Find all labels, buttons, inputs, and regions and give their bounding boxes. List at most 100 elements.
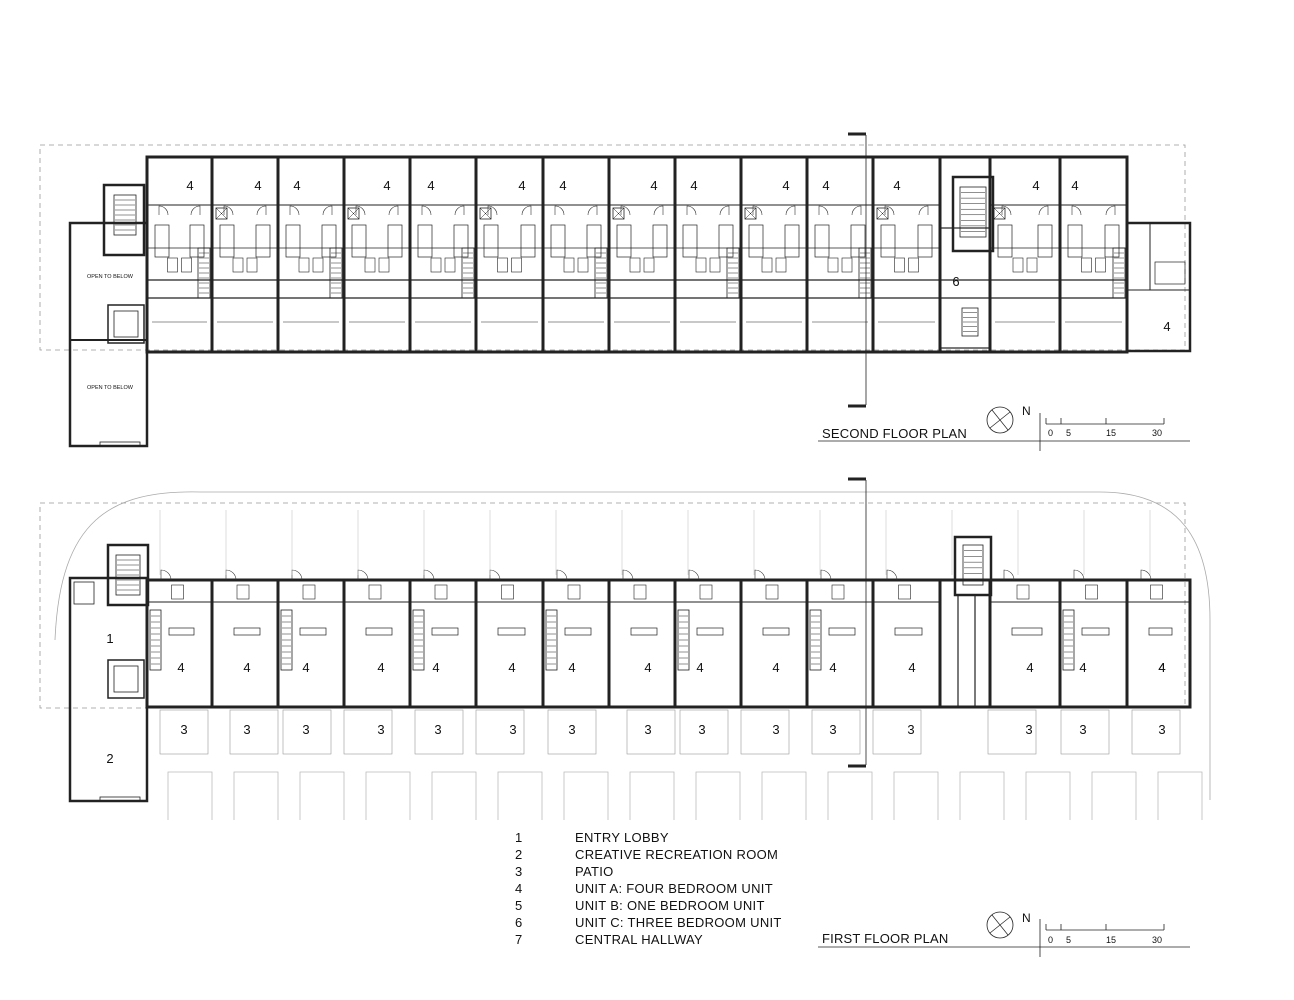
legend-text: CENTRAL HALLWAY — [575, 932, 704, 947]
scale-tick-label: 0 — [1048, 428, 1054, 438]
fixture — [181, 257, 192, 273]
bed-outline — [850, 224, 866, 258]
kitchen-counter — [365, 627, 393, 636]
fixture — [894, 257, 905, 273]
room-tag: 3 — [568, 722, 575, 737]
fixture — [633, 584, 647, 600]
door-swing — [223, 205, 234, 216]
door-swing — [719, 205, 730, 216]
door-swing — [620, 205, 631, 216]
door-swing — [752, 205, 763, 216]
room-tag: 4 — [1158, 660, 1165, 675]
elevator-box — [107, 659, 145, 699]
stair-core — [953, 535, 993, 597]
bed-outline — [351, 224, 367, 258]
planter-outline — [563, 771, 609, 820]
fixture — [364, 257, 376, 273]
room-tag: 4 — [1163, 319, 1170, 334]
door-swing — [1140, 569, 1152, 581]
shaft-cross — [993, 207, 1006, 220]
stair-outline — [280, 609, 293, 671]
planter-outline — [695, 771, 741, 820]
stair-tower — [106, 543, 150, 607]
stair-outline — [858, 247, 872, 299]
door-swing — [1073, 569, 1085, 581]
door-swing — [918, 205, 929, 216]
kitchen-counter — [1148, 627, 1173, 636]
room-tag: 6 — [952, 274, 959, 289]
shaft-cross — [215, 207, 228, 220]
room-tag: 4 — [243, 660, 250, 675]
patio-outline — [872, 709, 922, 755]
patio-outline — [343, 709, 393, 755]
kitchen-counter — [894, 627, 923, 636]
planter-outline — [497, 771, 543, 820]
room-tag: 3 — [1025, 722, 1032, 737]
room-tag: 4 — [254, 178, 261, 193]
bed-outline — [219, 224, 235, 258]
room-tag: 3 — [1079, 722, 1086, 737]
planter-outline — [893, 771, 939, 820]
stair-outline — [461, 247, 475, 299]
fixture — [1026, 257, 1038, 273]
fixture — [898, 584, 911, 600]
legend-number: 7 — [515, 932, 523, 947]
legend-text: PATIO — [575, 864, 614, 879]
room-tag: 4 — [644, 660, 651, 675]
door-swing — [256, 205, 267, 216]
restroom — [73, 581, 95, 605]
door-swing — [1038, 205, 1049, 216]
bed-outline — [255, 224, 271, 258]
patio-outline — [475, 709, 525, 755]
north-label: N — [1022, 911, 1031, 925]
bed-outline — [880, 224, 896, 258]
room-tag: 3 — [698, 722, 705, 737]
bed-outline — [387, 224, 403, 258]
shaft-box — [612, 207, 625, 220]
patio-outline — [626, 709, 676, 755]
room-tag: 3 — [434, 722, 441, 737]
door-swing — [554, 205, 565, 216]
kitchen-counter — [696, 627, 724, 636]
shaft-box — [479, 207, 492, 220]
room-tag: 3 — [377, 722, 384, 737]
door-swing — [820, 569, 832, 581]
legend-text: CREATIVE RECREATION ROOM — [575, 847, 779, 862]
bed-outline — [189, 224, 205, 258]
room-tag: 4 — [690, 178, 697, 193]
legend-number: 3 — [515, 864, 523, 879]
fixture — [699, 584, 713, 600]
fixture — [171, 584, 184, 600]
planter-outline — [365, 771, 411, 820]
fixture — [761, 257, 773, 273]
bed-outline — [718, 224, 734, 258]
stair-outline — [961, 307, 979, 337]
legend-number: 6 — [515, 915, 523, 930]
patio-outline — [740, 709, 790, 755]
door-swing — [884, 205, 895, 216]
room-tag: 3 — [644, 722, 651, 737]
shaft-box — [744, 207, 757, 220]
door-swing — [886, 569, 898, 581]
legend-text: UNIT A: FOUR BEDROOM UNIT — [575, 881, 773, 896]
door-swing — [421, 205, 432, 216]
fixture — [430, 257, 442, 273]
stair-outline — [329, 247, 343, 299]
door-swing — [158, 205, 169, 216]
room-tag: 4 — [568, 660, 575, 675]
door-swing — [289, 205, 300, 216]
patio-outline — [811, 709, 861, 755]
stair-outline — [809, 609, 822, 671]
patio-outline — [1060, 709, 1110, 755]
room-tag: 4 — [650, 178, 657, 193]
kitchen-counter — [168, 627, 195, 636]
fixture — [1012, 257, 1024, 273]
stair-outline — [113, 194, 137, 236]
door-swing — [487, 205, 498, 216]
fixture — [695, 257, 707, 273]
bed-outline — [1067, 224, 1083, 258]
bed-outline — [917, 224, 933, 258]
scale-tick-label: 5 — [1066, 935, 1072, 945]
shaft-box — [347, 207, 360, 220]
door-swing — [622, 569, 634, 581]
